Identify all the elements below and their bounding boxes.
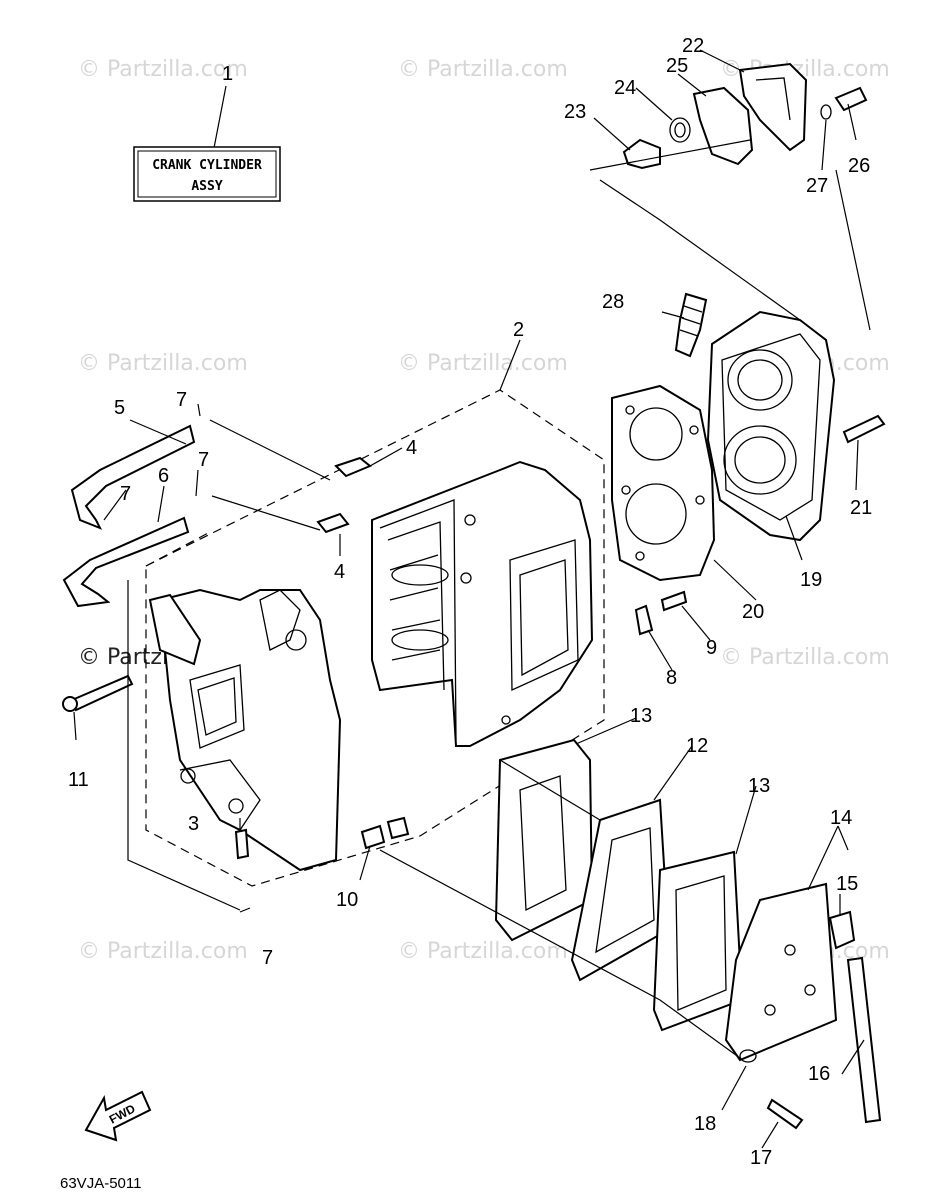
callout-numbers: 2 3 4 4 5 6 7 7 7 7 8 9 10 11 12 13 13 1… (68, 35, 872, 1169)
watermark: © Partzilla.com (78, 57, 248, 82)
callout-26: 26 (848, 155, 870, 177)
leader-lines (73, 49, 871, 1149)
callout-21: 21 (850, 497, 872, 519)
callout-25: 25 (666, 55, 688, 77)
watermark: © Partzilla.com (78, 939, 248, 964)
callout-13: 13 (748, 775, 770, 797)
callout-15: 15 (836, 873, 858, 895)
callout-1: 1 (222, 63, 233, 85)
watermark: © Partzilla.com (398, 939, 568, 964)
watermark: © Partzilla.com (398, 351, 568, 376)
callout-22: 22 (682, 35, 704, 57)
cylinder-head-and-gasket (611, 310, 836, 582)
callout-7: 7 (262, 947, 273, 969)
callout-27: 27 (806, 175, 828, 197)
callout-18: 18 (694, 1113, 716, 1135)
callout-19: 19 (800, 569, 822, 591)
callout-7: 7 (120, 483, 131, 505)
thermostat-cover-parts (622, 62, 868, 170)
watermarks: © Partzilla.com © Partzilla.com © Partzi… (78, 57, 890, 964)
fwd-arrow: FWD (84, 1090, 152, 1142)
callout-14: 14 (830, 807, 852, 829)
callout-12: 12 (686, 735, 708, 757)
assy-title-line2: ASSY (191, 179, 222, 194)
callout-7: 7 (198, 449, 209, 471)
crankcase-half (148, 588, 342, 872)
callout-4: 4 (406, 437, 417, 459)
exhaust-covers-and-gaskets (494, 738, 838, 1062)
callout-3: 3 (188, 813, 199, 835)
callout-17: 17 (750, 1147, 772, 1169)
callout-23: 23 (564, 101, 586, 123)
callout-11: 11 (68, 769, 89, 791)
callout-7: 7 (176, 389, 187, 411)
watermark: © Partzilla.com (720, 645, 890, 670)
callout-2: 2 (513, 319, 524, 341)
crank-cylinder-assy-box: 1 CRANK CYLINDER ASSY (133, 63, 281, 202)
cylinder-block (371, 460, 594, 747)
callout-16: 16 (808, 1063, 830, 1085)
callout-28: 28 (602, 291, 624, 313)
callout-6: 6 (158, 465, 169, 487)
callout-10: 10 (336, 889, 358, 911)
watermark: © Partzilla.com (78, 351, 248, 376)
assy-title-line1: CRANK CYLINDER (152, 158, 262, 173)
callout-9: 9 (706, 637, 717, 659)
diagram-code: 63VJA-5011 (60, 1175, 141, 1192)
callout-4: 4 (334, 561, 345, 583)
callout-13: 13 (630, 705, 652, 727)
spark-plug (674, 292, 708, 358)
callout-20: 20 (742, 601, 764, 623)
callout-24: 24 (614, 77, 636, 99)
watermark: © Partzilla.com (398, 57, 568, 82)
callout-8: 8 (666, 667, 677, 689)
callout-5: 5 (114, 397, 125, 419)
